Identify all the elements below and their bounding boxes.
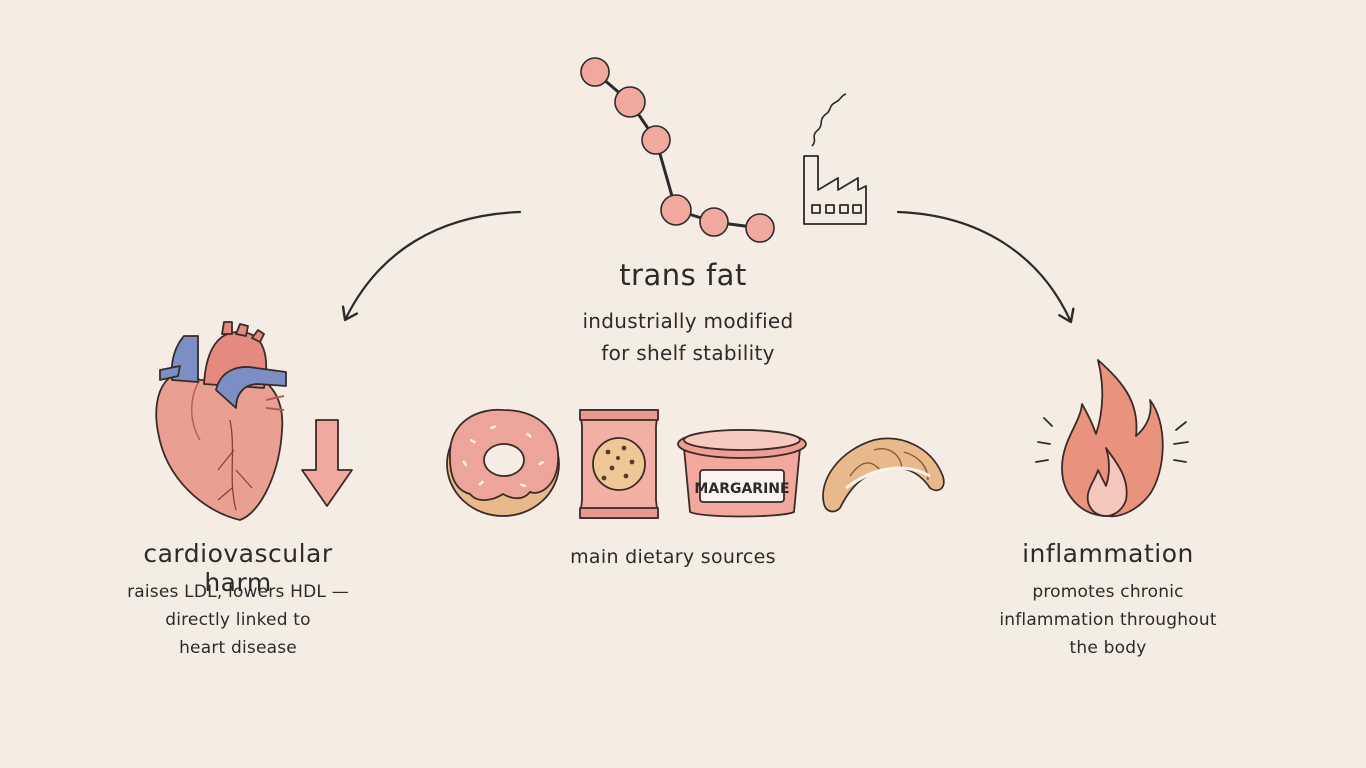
right-description-line: inflammation throughout — [999, 610, 1217, 630]
flame-icon — [1035, 359, 1189, 518]
center-subtitle: industrially modified for shelf stabilit… — [543, 305, 833, 369]
fat-molecule-chain-icon — [580, 57, 775, 243]
arrow-to-cardiovascular — [341, 210, 522, 322]
center-title: trans fat — [619, 258, 747, 292]
right-description: promotes chronic inflammation throughout… — [978, 578, 1238, 662]
cookie-package-icon — [579, 409, 659, 519]
right-description-line: promotes chronic — [1032, 582, 1184, 602]
margarine-tub-icon — [677, 429, 807, 518]
center-subtitle-line: for shelf stability — [601, 341, 775, 365]
donut-icon — [446, 408, 560, 517]
left-description: raises LDL, lowers HDL — directly linked… — [98, 578, 378, 662]
croissant-icon — [822, 437, 945, 513]
arrow-to-inflammation — [896, 210, 1075, 324]
down-arrow-icon — [301, 419, 353, 507]
margarine-label: MARGARINE — [694, 481, 789, 497]
right-description-line: the body — [1069, 638, 1147, 658]
left-description-line: heart disease — [179, 638, 297, 658]
center-subtitle-line: industrially modified — [582, 309, 794, 333]
sources-caption: main dietary sources — [570, 546, 776, 568]
left-description-line: directly linked to — [165, 610, 311, 630]
left-title: cardiovascular harm — [143, 539, 333, 597]
heart-icon — [155, 321, 287, 521]
left-description-line: raises LDL, lowers HDL — — [127, 582, 349, 602]
right-title: inflammation — [1022, 539, 1194, 568]
factory-icon — [803, 93, 867, 225]
